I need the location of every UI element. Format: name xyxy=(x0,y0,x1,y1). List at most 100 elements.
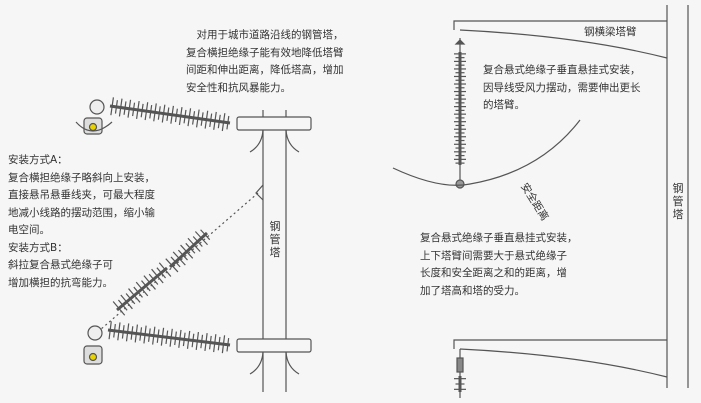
lower-insulator-shed xyxy=(204,333,208,352)
lower-insulator-shed xyxy=(186,330,191,349)
lower-insulator-shed xyxy=(221,335,226,354)
lower-insulator-shed xyxy=(147,328,151,342)
upper-insulator-shed xyxy=(127,99,132,118)
text-line: 长度和安全距离之和的距离，增 xyxy=(420,267,567,279)
upper-note: 复合悬式绝缘子垂直悬挂式安装， 因导线受风力摆动，需要伸出更长 的塔臂。 xyxy=(483,62,641,115)
lower-vertical-insulator xyxy=(454,349,466,398)
upper-insulator-shed xyxy=(221,113,226,132)
upper-insulator-shed xyxy=(157,106,161,120)
brace-insulator-lower-shed xyxy=(151,268,164,284)
vertical-suspension-insulator xyxy=(454,38,466,189)
lower-insulator-shed xyxy=(165,330,169,345)
lower-insulator-shed xyxy=(217,336,221,351)
brace-insulator-lower-shed xyxy=(117,299,128,311)
brace-insulator-upper-shed xyxy=(187,237,201,252)
lower-insulator-shed xyxy=(174,331,177,346)
upper-insulator-shed xyxy=(132,102,136,117)
lower-line-post-insulator xyxy=(107,321,231,354)
upper-insulator-shed xyxy=(136,100,140,119)
safety-distance-arc xyxy=(392,119,581,186)
text-line: 增加横担的抗弯能力。 xyxy=(8,276,113,289)
brace-insulator-lower-shed xyxy=(112,301,126,316)
left-tower-label: 钢管塔 xyxy=(269,220,281,259)
brace-insulator-lower-shed xyxy=(125,293,136,305)
lower-insulator-shed xyxy=(208,335,212,350)
text-line: 因导线受风力摆动，需要伸出更长 xyxy=(483,81,641,94)
brace-insulator-lower-shed xyxy=(133,286,143,298)
brace-insulator-lower-shed xyxy=(141,280,151,292)
lower-insulator-shed xyxy=(121,325,125,339)
upper-insulator-shed xyxy=(183,109,187,124)
brace-insulator-lower-shed xyxy=(143,275,156,290)
text-line: 直接悬吊悬垂线夹，可最大程度 xyxy=(8,189,155,201)
lower-insulator-shed xyxy=(134,324,139,343)
text-line: 上下塔臂间需要大于悬式绝缘子 xyxy=(420,249,567,262)
upper-insulator-shed xyxy=(196,109,200,128)
right-steel-tower xyxy=(453,5,689,388)
upper-insulator-shed xyxy=(213,111,217,130)
installation-methods: 安装方式A： 复合横担绝缘子略斜向上安装， 直接悬吊悬垂线夹，可最大程度 地减小… xyxy=(8,152,155,292)
upper-insulator-shed xyxy=(174,108,178,123)
brace-insulator-upper-shed xyxy=(180,244,194,259)
text-line: 复合悬式绝缘子垂直悬挂式安装， xyxy=(483,64,641,76)
upper-line-post-insulator xyxy=(109,97,231,132)
upper-insulator-shed xyxy=(166,107,170,121)
lower-insulator-shed xyxy=(182,332,186,347)
brace-insulator-lower-shed xyxy=(158,262,172,277)
upper-insulator-shed xyxy=(149,105,153,119)
arm-label: 钢横梁塔臂 xyxy=(584,26,637,38)
brace-insulator-upper-core xyxy=(168,231,209,269)
upper-suspension-clamp xyxy=(75,99,113,135)
lower-suspension-clamp xyxy=(83,325,103,365)
upper-insulator-shed xyxy=(161,104,166,123)
brace-insulator-upper-shed xyxy=(185,242,196,254)
text-line: 复合横担绝缘子略斜向上安装， xyxy=(8,171,155,184)
upper-insulator-shed xyxy=(144,102,149,121)
lower-insulator-shed xyxy=(169,328,173,347)
upper-insulator-shed xyxy=(192,111,196,125)
upper-insulator-shed xyxy=(200,112,204,126)
upper-insulator-shed xyxy=(178,107,183,126)
text-line: 对用于城市道路沿线的钢管塔， xyxy=(186,29,344,41)
lower-insulator-shed xyxy=(213,334,217,353)
brace-insulator-upper-shed xyxy=(194,231,208,246)
lower-insulator-shed xyxy=(152,326,156,345)
lower-insulator-shed xyxy=(113,324,116,338)
text-line: 的塔臂。 xyxy=(483,99,525,111)
upper-insulator-shed xyxy=(110,97,114,116)
text-line: 安全性和抗风暴能力。 xyxy=(186,81,291,94)
method-a-heading: 安装方式A： xyxy=(8,154,68,166)
upper-insulator-shed xyxy=(140,103,144,118)
brace-suspension-insulator xyxy=(99,192,259,331)
upper-insulator-shed xyxy=(123,101,127,115)
text-line: 间距和伸出距离，降低塔高，增加 xyxy=(186,64,344,76)
upper-insulator-core xyxy=(109,104,231,125)
upper-insulator-shed xyxy=(187,108,192,127)
left-steel-tower xyxy=(236,110,312,392)
brace-insulator-upper-shed xyxy=(165,258,179,273)
text-line: 复合悬式绝缘子垂直悬挂式安装， xyxy=(420,232,578,244)
lower-insulator-shed xyxy=(143,325,147,344)
lower-note: 复合悬式绝缘子垂直悬挂式安装， 上下塔臂间需要大于悬式绝缘子 长度和安全距离之和… xyxy=(420,230,578,300)
brace-insulator-lower-shed xyxy=(128,288,141,303)
upper-insulator-shed xyxy=(170,105,174,124)
lower-insulator-shed xyxy=(156,329,160,343)
brace-insulator-lower-shed xyxy=(156,267,167,279)
lower-insulator-shed xyxy=(191,333,195,348)
upper-insulator-shed xyxy=(217,114,221,129)
lower-insulator-shed xyxy=(130,326,134,340)
method-b-heading: 安装方式B： xyxy=(8,241,68,254)
brace-insulator-upper-shed xyxy=(170,256,181,268)
text-line: 复合横担绝缘子能有效地降低塔臂 xyxy=(186,46,344,59)
text-line: 斜拉复合悬式绝缘子可 xyxy=(8,259,113,271)
text-line: 电空间。 xyxy=(8,224,50,236)
lower-insulator-shed xyxy=(125,323,130,342)
lower-insulator-shed xyxy=(117,322,121,341)
lower-insulator-shed xyxy=(139,327,143,341)
lower-insulator-shed xyxy=(226,337,230,352)
upper-insulator-shed xyxy=(226,115,230,130)
lower-insulator-core xyxy=(107,328,231,347)
lower-insulator-shed xyxy=(178,329,182,348)
text-line: 加了塔高和塔的受力。 xyxy=(420,284,525,297)
